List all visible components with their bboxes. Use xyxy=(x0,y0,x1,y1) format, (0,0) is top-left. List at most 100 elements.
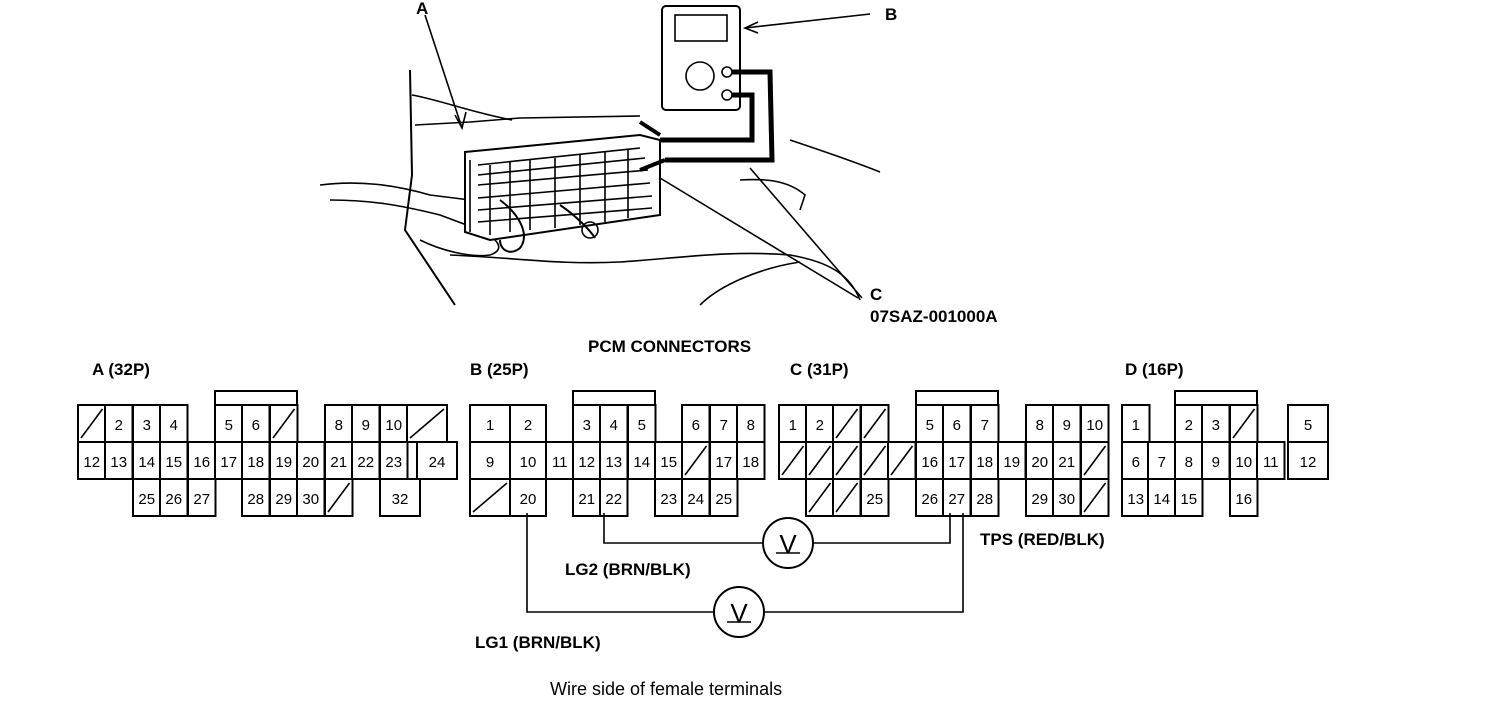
connector-d-pin-number: 7 xyxy=(1158,454,1166,471)
connector-d-lock-tab xyxy=(1174,390,1258,406)
panel-line xyxy=(789,139,881,173)
connector-a-pin-number: 14 xyxy=(138,454,155,471)
connector-a-cavity xyxy=(187,441,217,480)
connector-b-pin-number: 3 xyxy=(583,417,591,434)
connector-c-empty-cavity-slash xyxy=(863,445,887,476)
connector-a-empty-cavity-slash xyxy=(409,408,445,439)
connector-a-cavity xyxy=(241,404,271,443)
connector-a-pin-number: 8 xyxy=(335,417,343,434)
connector-c-label: C (31P) xyxy=(790,360,849,379)
voltmeter-lg2 xyxy=(762,517,814,569)
connector-a-pin-number: 15 xyxy=(165,454,182,471)
floor-curve-2 xyxy=(699,261,801,306)
tps-label: TPS (RED/BLK) xyxy=(980,530,1105,549)
connector-c-pin-number: 29 xyxy=(1031,491,1048,508)
pcm-connectors-title: PCM CONNECTORS xyxy=(588,337,751,356)
connector-b-pin-number: 20 xyxy=(520,491,537,508)
connector-b-cavity xyxy=(545,441,575,480)
connector-a-cavity xyxy=(324,441,354,480)
voltmeter-lg2-symbol: V xyxy=(779,529,797,559)
multimeter-dial xyxy=(685,61,715,91)
connector-c-pin-number: 21 xyxy=(1058,454,1075,471)
connector-a-empty-cavity-slash xyxy=(327,482,351,513)
connector-a-pin-number: 30 xyxy=(302,491,319,508)
connector-b-pin-number: 7 xyxy=(720,417,728,434)
pcm-connector-cols xyxy=(489,150,629,235)
connector-a-pin-number: 6 xyxy=(252,417,260,434)
connector-a-empty-cavity-slash xyxy=(80,408,104,439)
connector-c-empty-cavity-slash xyxy=(835,408,859,439)
connector-a-pin-number: 19 xyxy=(275,454,292,471)
connector-c-cavity xyxy=(942,441,972,480)
connector-a-pin-number: 10 xyxy=(385,417,402,434)
dash-edge-line xyxy=(403,69,456,306)
connector-c-pin-number: 26 xyxy=(921,491,938,508)
leader-c-2 xyxy=(749,167,863,299)
connector-a-pin-number: 21 xyxy=(330,454,347,471)
connector-c-pin-number: 18 xyxy=(976,454,993,471)
connector-c-pin-number: 27 xyxy=(948,491,965,508)
connector-b-pin-number: 24 xyxy=(687,491,704,508)
connector-a-cavity xyxy=(159,478,189,517)
connector-a-pin-number: 3 xyxy=(143,417,151,434)
connector-d-pin-number: 16 xyxy=(1235,491,1252,508)
connector-c-pin-number: 25 xyxy=(866,491,883,508)
connector-b-pin-number: 14 xyxy=(633,454,650,471)
dash-curve-line xyxy=(411,94,513,121)
connector-a-pin-number: 17 xyxy=(220,454,237,471)
connector-c-cavity xyxy=(915,441,945,480)
connector-a-pin-number: 4 xyxy=(170,417,178,434)
connector-b-cavity xyxy=(709,404,739,443)
connector-a-label: A (32P) xyxy=(92,360,150,379)
connector-c-cavity xyxy=(997,441,1027,480)
connector-d-pin-number: 1 xyxy=(1132,417,1140,434)
connector-a-cavity xyxy=(104,441,134,480)
connector-d-pin-number: 12 xyxy=(1300,454,1317,471)
connector-d-empty-cavity-slash xyxy=(1232,408,1256,439)
label-b: B xyxy=(885,5,897,24)
connector-d-pin-number: 10 xyxy=(1235,454,1252,471)
connector-c-cavity xyxy=(1080,404,1110,443)
mount-bolt xyxy=(581,221,599,239)
connector-d-pin-number: 9 xyxy=(1212,454,1220,471)
connector-d-pin-number: 11 xyxy=(1263,454,1279,471)
label-a: A xyxy=(416,0,428,18)
connector-c-cavity xyxy=(970,441,1000,480)
connector-d-cavity xyxy=(1147,478,1177,517)
connector-d-cavity xyxy=(1256,441,1286,480)
connector-d-cavity xyxy=(1121,478,1151,517)
connector-b-pin-number: 1 xyxy=(486,417,494,434)
connector-c-empty-cavity-slash xyxy=(835,445,859,476)
harness-wire xyxy=(559,204,596,239)
connector-b-pin-number: 22 xyxy=(605,491,622,508)
connector-c-empty-cavity-slash xyxy=(863,408,887,439)
connector-b-pin-number: 18 xyxy=(742,454,759,471)
voltmeter-lg1 xyxy=(713,586,765,638)
connector-c-cavity xyxy=(915,478,945,517)
voltmeter-lg1-symbol: V xyxy=(730,598,748,628)
connector-d-pin-number: 13 xyxy=(1127,491,1144,508)
connector-d-label: D (16P) xyxy=(1125,360,1184,379)
connector-c-pin-number: 5 xyxy=(926,417,934,434)
leader-b xyxy=(744,13,871,29)
connector-d-pin-number: 3 xyxy=(1212,417,1220,434)
connector-a-cavity xyxy=(296,441,326,480)
connector-c-pin-number: 2 xyxy=(816,417,824,434)
connector-b-pin-number: 12 xyxy=(578,454,595,471)
pcm-body xyxy=(464,133,661,242)
connector-d-cavity xyxy=(1287,441,1329,480)
connector-c-empty-cavity-slash xyxy=(835,482,859,513)
panel-line-2 xyxy=(739,178,806,211)
arrow-b xyxy=(742,21,759,34)
connector-b-cavity xyxy=(736,404,766,443)
connector-b-pin-number: 8 xyxy=(747,417,755,434)
connector-b-pin-number: 6 xyxy=(692,417,700,434)
pcm-illustration: A B C 07SAZ-001000A xyxy=(319,0,998,326)
test-lead-1 xyxy=(665,69,775,163)
connector-a-cavity xyxy=(379,478,421,517)
connector-c-lock-tab xyxy=(915,390,999,406)
label-c: C xyxy=(870,285,882,304)
